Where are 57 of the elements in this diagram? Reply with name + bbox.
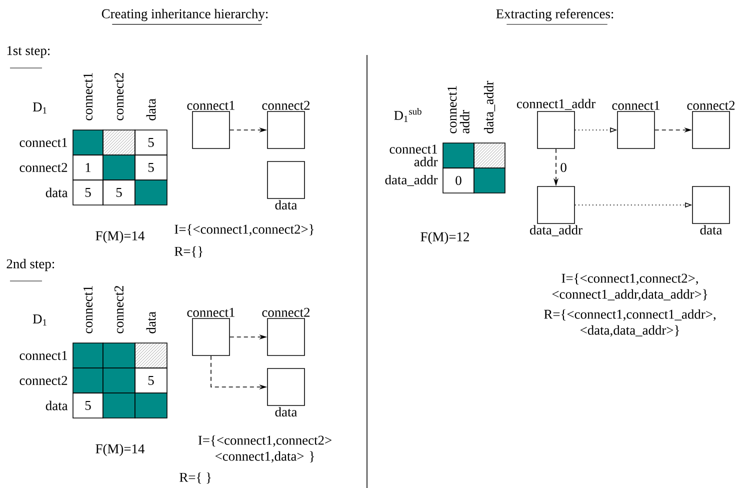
row-header: data — [46, 188, 68, 198]
node-label: connect1 — [187, 100, 234, 110]
set-notation: I={<connect1,connect2>} — [174, 224, 314, 236]
node-label: connect1 — [612, 100, 660, 110]
object-box: data — [692, 186, 730, 235]
node-label: connect1_addr — [516, 98, 596, 110]
column-header: connect2 — [114, 286, 124, 334]
matrix-name: D$_{1}$sub — [394, 108, 422, 122]
row-header: data_addr — [385, 174, 438, 186]
matrix-name: D$_{1}$ — [32, 102, 46, 114]
set-notation: I={<connect1,connect2> <connect1,data> } — [198, 435, 332, 463]
object-box: connect1 — [612, 100, 660, 149]
column-header: connect1 addr — [448, 86, 470, 134]
set-notation: R={<connect1,connect1_addr>, <data,data_addr>} — [544, 309, 716, 337]
node-label: data — [275, 200, 298, 210]
node-label: connect2 — [262, 308, 310, 317]
object-box: connect1_addr — [516, 98, 596, 149]
matrix-cell: 5 — [72, 180, 104, 206]
column-header: data — [146, 98, 156, 120]
edge-label: 0 — [559, 162, 568, 174]
step-label: 1st step: — [7, 46, 50, 68]
node-label: data — [275, 407, 298, 417]
row-header: connect1 — [20, 138, 67, 147]
object-box: data_addr — [530, 186, 582, 236]
node-label: connect2 — [687, 100, 735, 110]
matrix-name: D$_{1}$ — [32, 314, 46, 326]
object-box: connect2 — [262, 308, 310, 356]
object-box: connect2 — [687, 100, 735, 149]
set-notation: R={} — [174, 246, 202, 258]
row-header: connect1 — [20, 351, 67, 360]
object-box: connect2 — [262, 100, 310, 149]
step-label: 2nd step: — [6, 258, 54, 282]
node-label: data — [700, 225, 722, 235]
column-header: connect2 — [114, 72, 124, 120]
set-notation: I={<connect1,connect2>, <connect1_addr,data_addr>} — [552, 273, 708, 301]
node-label: data_addr — [530, 225, 582, 236]
column-header: connect1 — [84, 286, 92, 334]
section-title: Extracting references: — [496, 8, 614, 25]
set-notation: R={ } — [180, 472, 211, 484]
cost-value: F(M)=12 — [420, 232, 469, 244]
object-box: connect1 — [187, 100, 234, 149]
matrix-cell: 5 — [134, 130, 168, 156]
cost-value: F(M)=14 — [96, 444, 144, 456]
row-header: connect1 addr — [390, 144, 438, 166]
column-header: data — [146, 312, 156, 334]
node-label: connect1 — [187, 308, 234, 317]
cost-value: F(M)=14 — [96, 230, 144, 244]
object-box: connect1 — [187, 308, 234, 356]
column-header: connect1 — [84, 73, 92, 120]
column-header: data_addr — [484, 80, 496, 134]
row-header: connect2 — [20, 376, 68, 385]
node-label: connect2 — [262, 100, 310, 110]
object-box: data — [267, 368, 305, 417]
row-header: data — [46, 400, 68, 410]
section-title: Creating inheritance hierarchy: — [102, 8, 268, 25]
row-header: connect2 — [20, 162, 68, 172]
object-box: data — [267, 161, 305, 210]
